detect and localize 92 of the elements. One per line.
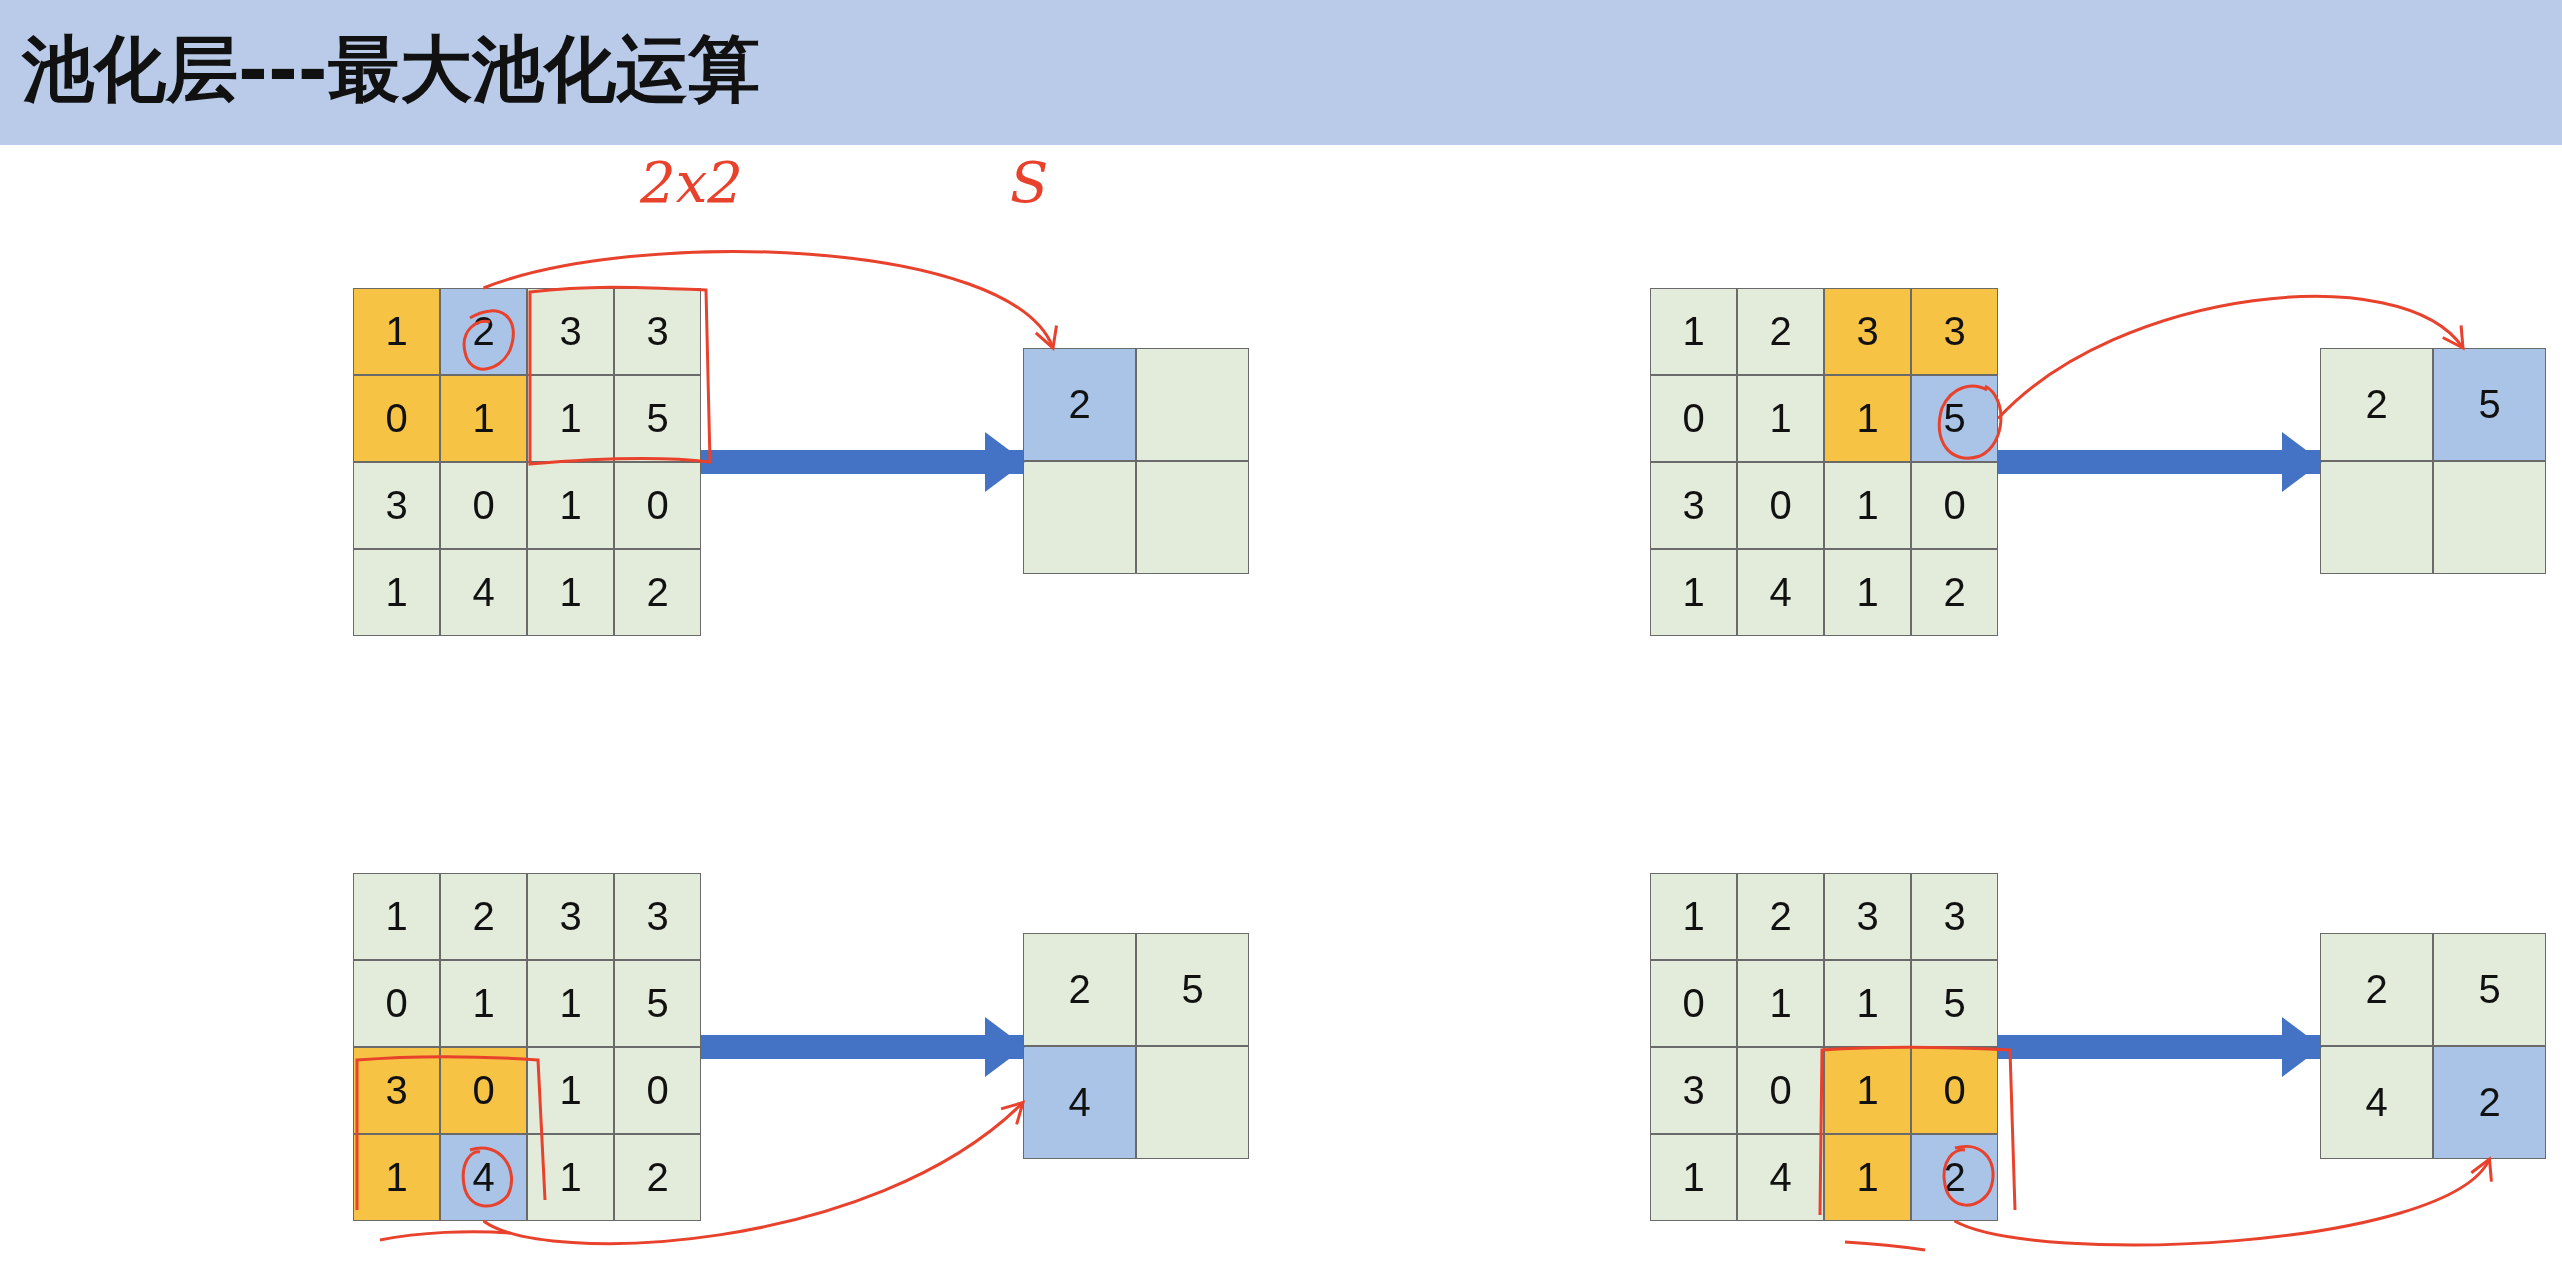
matrix-cell: 1 (1737, 960, 1824, 1047)
slide-title: 池化层---最大池化运算 (22, 26, 760, 113)
matrix-cell: 0 (440, 1047, 527, 1134)
matrix-cell: 0 (1650, 375, 1737, 462)
matrix-cell: 3 (1650, 462, 1737, 549)
block-arrow (1998, 432, 2322, 492)
matrix-cell: 4 (1023, 1046, 1136, 1159)
matrix-cell: 2 (2320, 933, 2433, 1046)
matrix-cell: 1 (527, 549, 614, 636)
output-matrix (2320, 933, 2546, 1159)
matrix-cell: 1 (440, 375, 527, 462)
matrix-cell: 3 (353, 1047, 440, 1134)
matrix-cell: 1 (1737, 375, 1824, 462)
hand-drawn-arrow (483, 250, 1055, 350)
input-matrix (1650, 288, 1998, 636)
block-arrow (701, 1017, 1025, 1077)
input-matrix (1650, 873, 1998, 1221)
matrix-cell: 1 (1824, 1134, 1911, 1221)
matrix-cell: 4 (440, 549, 527, 636)
output-matrix (1023, 933, 1249, 1159)
matrix-cell: 3 (614, 288, 701, 375)
matrix-cell: 1 (1650, 873, 1737, 960)
matrix-cell: 3 (1650, 1047, 1737, 1134)
input-matrix (353, 873, 701, 1221)
matrix-cell: 1 (527, 375, 614, 462)
matrix-cell: 1 (1824, 462, 1911, 549)
matrix-cell: 5 (1911, 375, 1998, 462)
matrix-cell: 0 (1737, 1047, 1824, 1134)
matrix-cell: 1 (527, 1134, 614, 1221)
matrix-cell: 0 (1737, 462, 1824, 549)
matrix-cell: 2 (1911, 1134, 1998, 1221)
matrix-cell: 0 (440, 462, 527, 549)
matrix-cell: 3 (527, 873, 614, 960)
matrix-cell: 1 (1824, 1047, 1911, 1134)
matrix-cell: 2 (1737, 288, 1824, 375)
matrix-cell: 1 (353, 873, 440, 960)
matrix-cell: 5 (2433, 933, 2546, 1046)
matrix-cell: 1 (527, 1047, 614, 1134)
matrix-cell: 1 (1824, 375, 1911, 462)
matrix-cell: 4 (1737, 1134, 1824, 1221)
output-matrix (2320, 348, 2546, 574)
matrix-cell: 1 (527, 462, 614, 549)
matrix-cell: 1 (353, 549, 440, 636)
matrix-cell: 2 (1911, 549, 1998, 636)
matrix-cell: 0 (353, 960, 440, 1047)
matrix-cell: 0 (614, 462, 701, 549)
matrix-cell: 0 (353, 375, 440, 462)
matrix-cell: 0 (1911, 462, 1998, 549)
matrix-cell: 3 (1911, 288, 1998, 375)
matrix-cell: 5 (614, 375, 701, 462)
block-arrow (1998, 1017, 2322, 1077)
matrix-cell: 0 (1911, 1047, 1998, 1134)
matrix-cell: 0 (1650, 960, 1737, 1047)
matrix-cell: 4 (1737, 549, 1824, 636)
matrix-cell: 2 (2433, 1046, 2546, 1159)
hand-drawn-arrow (482, 1101, 1025, 1246)
matrix-cell: 3 (1911, 873, 1998, 960)
matrix-cell: 4 (440, 1134, 527, 1221)
matrix-cell: 3 (1824, 873, 1911, 960)
hand-drawn-arrow (1997, 295, 2465, 420)
matrix-cell: 5 (614, 960, 701, 1047)
matrix-cell: 1 (1824, 960, 1911, 1047)
matrix-cell: 3 (353, 462, 440, 549)
matrix-cell: 2 (614, 1134, 701, 1221)
block-arrow (701, 432, 1025, 492)
matrix-cell: 3 (527, 288, 614, 375)
matrix-cell: 2 (1023, 933, 1136, 1046)
matrix-cell: 2 (1737, 873, 1824, 960)
matrix-cell: 2 (440, 873, 527, 960)
matrix-cell: 5 (1136, 933, 1249, 1046)
output-matrix (1023, 348, 1249, 574)
matrix-cell: 3 (1824, 288, 1911, 375)
matrix-cell: 1 (1650, 288, 1737, 375)
input-matrix (353, 288, 701, 636)
matrix-cell: 5 (2433, 348, 2546, 461)
matrix-cell: 4 (2320, 1046, 2433, 1159)
matrix-cell: 1 (1650, 549, 1737, 636)
matrix-cell: 1 (353, 1134, 440, 1221)
matrix-cell: 2 (1023, 348, 1136, 461)
handwritten-note: S (1010, 150, 1049, 215)
matrix-cell: 2 (2320, 348, 2433, 461)
matrix-cell: 1 (1650, 1134, 1737, 1221)
handwritten-note: 2x2 (640, 150, 743, 215)
hand-drawn-arrow (1953, 1157, 2491, 1247)
matrix-cell: 0 (614, 1047, 701, 1134)
matrix-cell: 3 (614, 873, 701, 960)
matrix-cell: 1 (353, 288, 440, 375)
matrix-cell: 5 (1911, 960, 1998, 1047)
matrix-cell: 1 (1824, 549, 1911, 636)
matrix-cell: 1 (527, 960, 614, 1047)
matrix-cell: 2 (614, 549, 701, 636)
matrix-cell: 1 (440, 960, 527, 1047)
